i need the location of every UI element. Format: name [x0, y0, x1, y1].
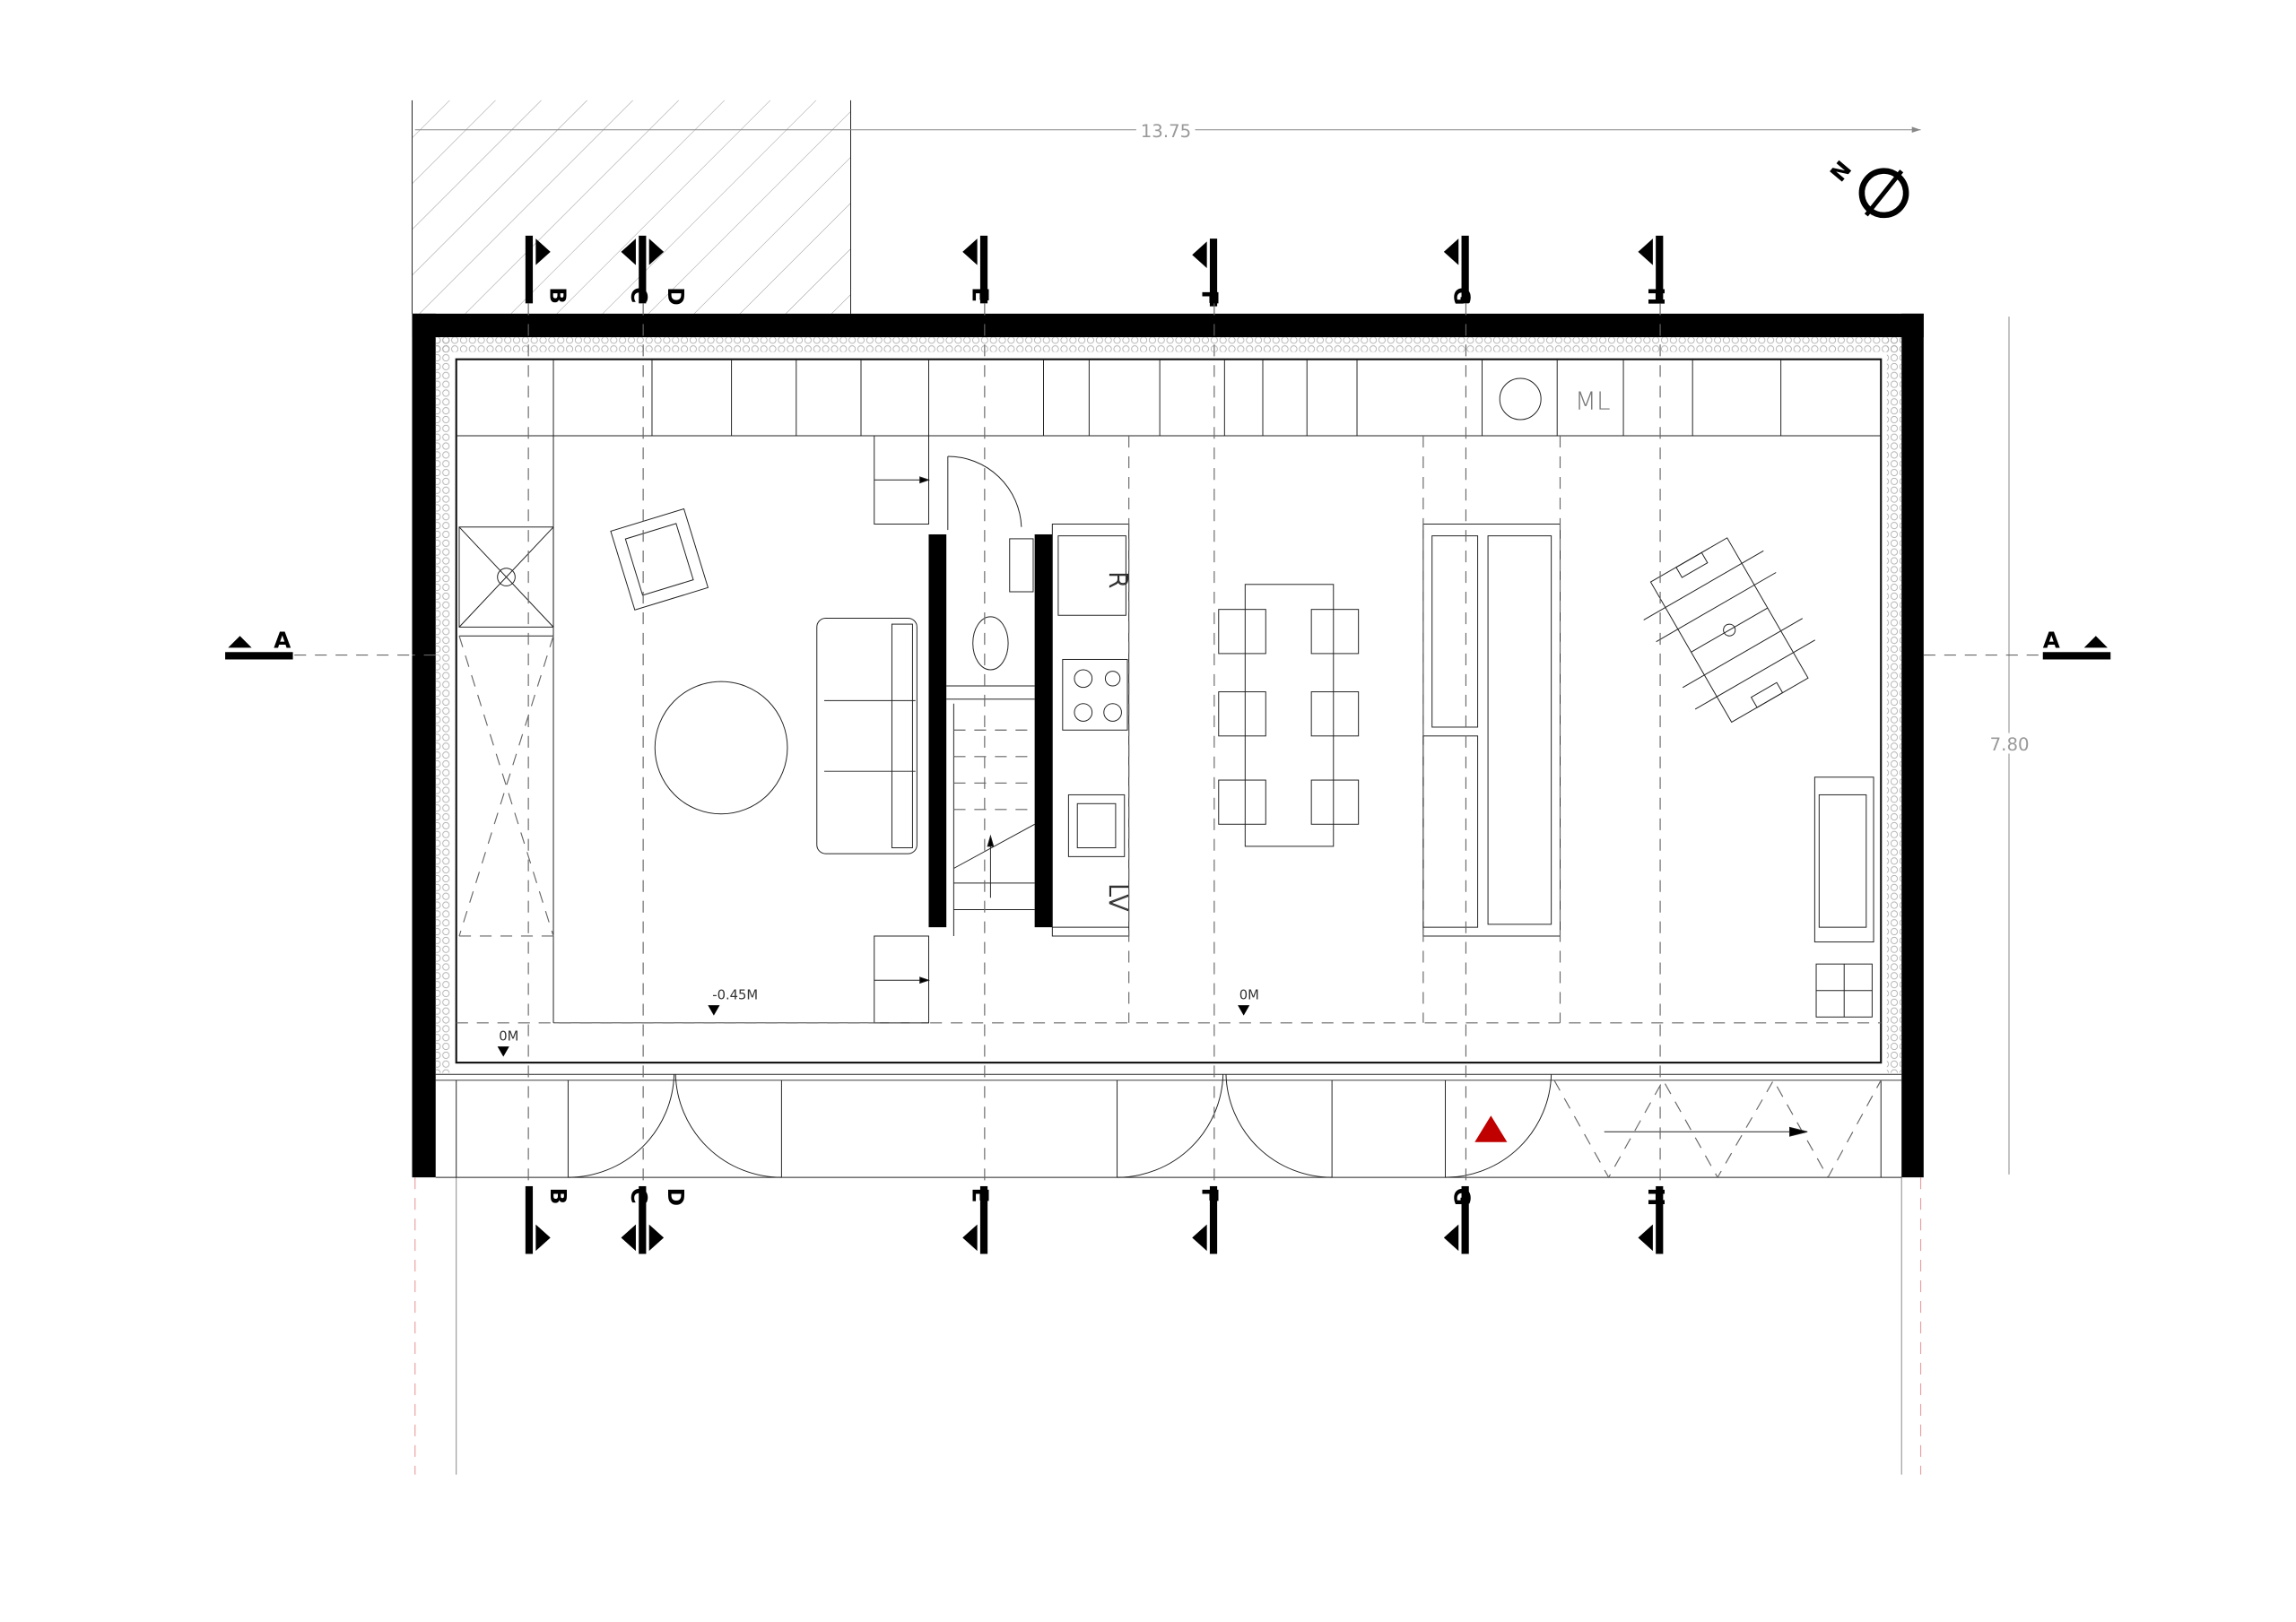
section-label-g: G — [1448, 287, 1474, 305]
section-label-h: H — [1643, 287, 1669, 306]
section-label-b: B — [545, 287, 571, 304]
section-marker-b-top: B — [525, 235, 571, 304]
section-label-h: H — [1643, 1188, 1669, 1207]
bathroom — [946, 455, 1035, 700]
section-label-c: C — [626, 287, 652, 303]
toilet-icon — [972, 616, 1009, 671]
level-label-living: -0.45M — [712, 988, 758, 1003]
fridge-label: R — [1103, 571, 1133, 588]
sideboard — [1813, 776, 1874, 1018]
section-label-c: C — [626, 1188, 652, 1204]
section-marker-cd-top: C D — [621, 235, 689, 306]
section-marker-f-bottom: F — [1192, 1185, 1223, 1254]
kitchen-sink-icon — [1067, 794, 1126, 857]
depth-dimension: 7.80 — [1987, 317, 2034, 1175]
level-marker-entry: 0M — [497, 1029, 518, 1057]
section-cut-lines — [527, 303, 1661, 1186]
shelving-unit — [1422, 524, 1561, 937]
main-entrance-marker-icon — [1474, 1115, 1508, 1142]
kitchen: R LV — [1051, 524, 1134, 937]
section-marker-f-top: F — [1192, 239, 1223, 307]
north-label: N — [1825, 156, 1857, 186]
section-marker-h-top: H — [1638, 235, 1669, 306]
storage-cabinets: ML — [456, 359, 1882, 437]
exterior-walls — [412, 313, 1924, 1178]
width-dimension: 13.75 — [414, 117, 1921, 142]
section-marker-cd-bottom: C D — [621, 1185, 689, 1254]
adjacent-hatched-area — [411, 100, 852, 314]
living-room — [553, 435, 931, 1024]
level-label-dining: 0M — [1239, 988, 1259, 1003]
section-marker-g-top: G — [1443, 235, 1474, 305]
staircase — [952, 703, 1035, 936]
laundry-label: ML — [1575, 386, 1611, 416]
section-label-f: F — [1197, 291, 1223, 306]
level-label-entry: 0M — [499, 1029, 518, 1045]
depth-dimension-label: 7.80 — [1990, 734, 2030, 755]
section-marker-b-bottom: B — [525, 1185, 571, 1254]
section-label-g: G — [1448, 1188, 1474, 1206]
cooktop-icon — [1062, 658, 1128, 731]
section-label-d: D — [663, 1188, 689, 1206]
washing-machine-icon — [1499, 377, 1542, 421]
section-marker-a-right: A — [2042, 627, 2111, 660]
section-label-b: B — [545, 1188, 571, 1205]
section-marker-h-bottom: H — [1638, 1185, 1669, 1254]
section-label-f: F — [1197, 1188, 1223, 1203]
section-label-e: E — [968, 287, 994, 302]
section-marker-g-bottom: G — [1443, 1185, 1474, 1254]
section-marker-a-left: A — [225, 627, 293, 660]
section-marker-e-bottom: E — [962, 1185, 994, 1254]
closet — [458, 436, 554, 1023]
section-marker-e-top: E — [962, 235, 994, 304]
level-marker-dining: 0M — [1238, 988, 1259, 1016]
floor-level-lines — [294, 436, 2039, 1475]
width-dimension-label: 13.75 — [1141, 121, 1191, 142]
round-table-icon — [654, 681, 788, 815]
fridge — [1057, 535, 1126, 616]
sofa-icon — [816, 618, 918, 854]
north-arrow-icon: N — [1825, 156, 1909, 219]
section-label-a: A — [274, 627, 291, 653]
section-label-d: D — [663, 287, 689, 305]
dining-table — [1218, 584, 1360, 847]
foosball-table-icon — [1643, 537, 1815, 724]
terrace-doors[interactable] — [567, 1074, 1882, 1179]
glazed-facade — [435, 1073, 1902, 1178]
section-label-e: E — [968, 1188, 994, 1203]
armchair-icon — [610, 507, 709, 611]
level-marker-living: -0.45M — [708, 988, 758, 1016]
core-walls — [928, 533, 1053, 928]
sink-icon — [1009, 538, 1034, 593]
section-label-a: A — [2043, 627, 2060, 653]
